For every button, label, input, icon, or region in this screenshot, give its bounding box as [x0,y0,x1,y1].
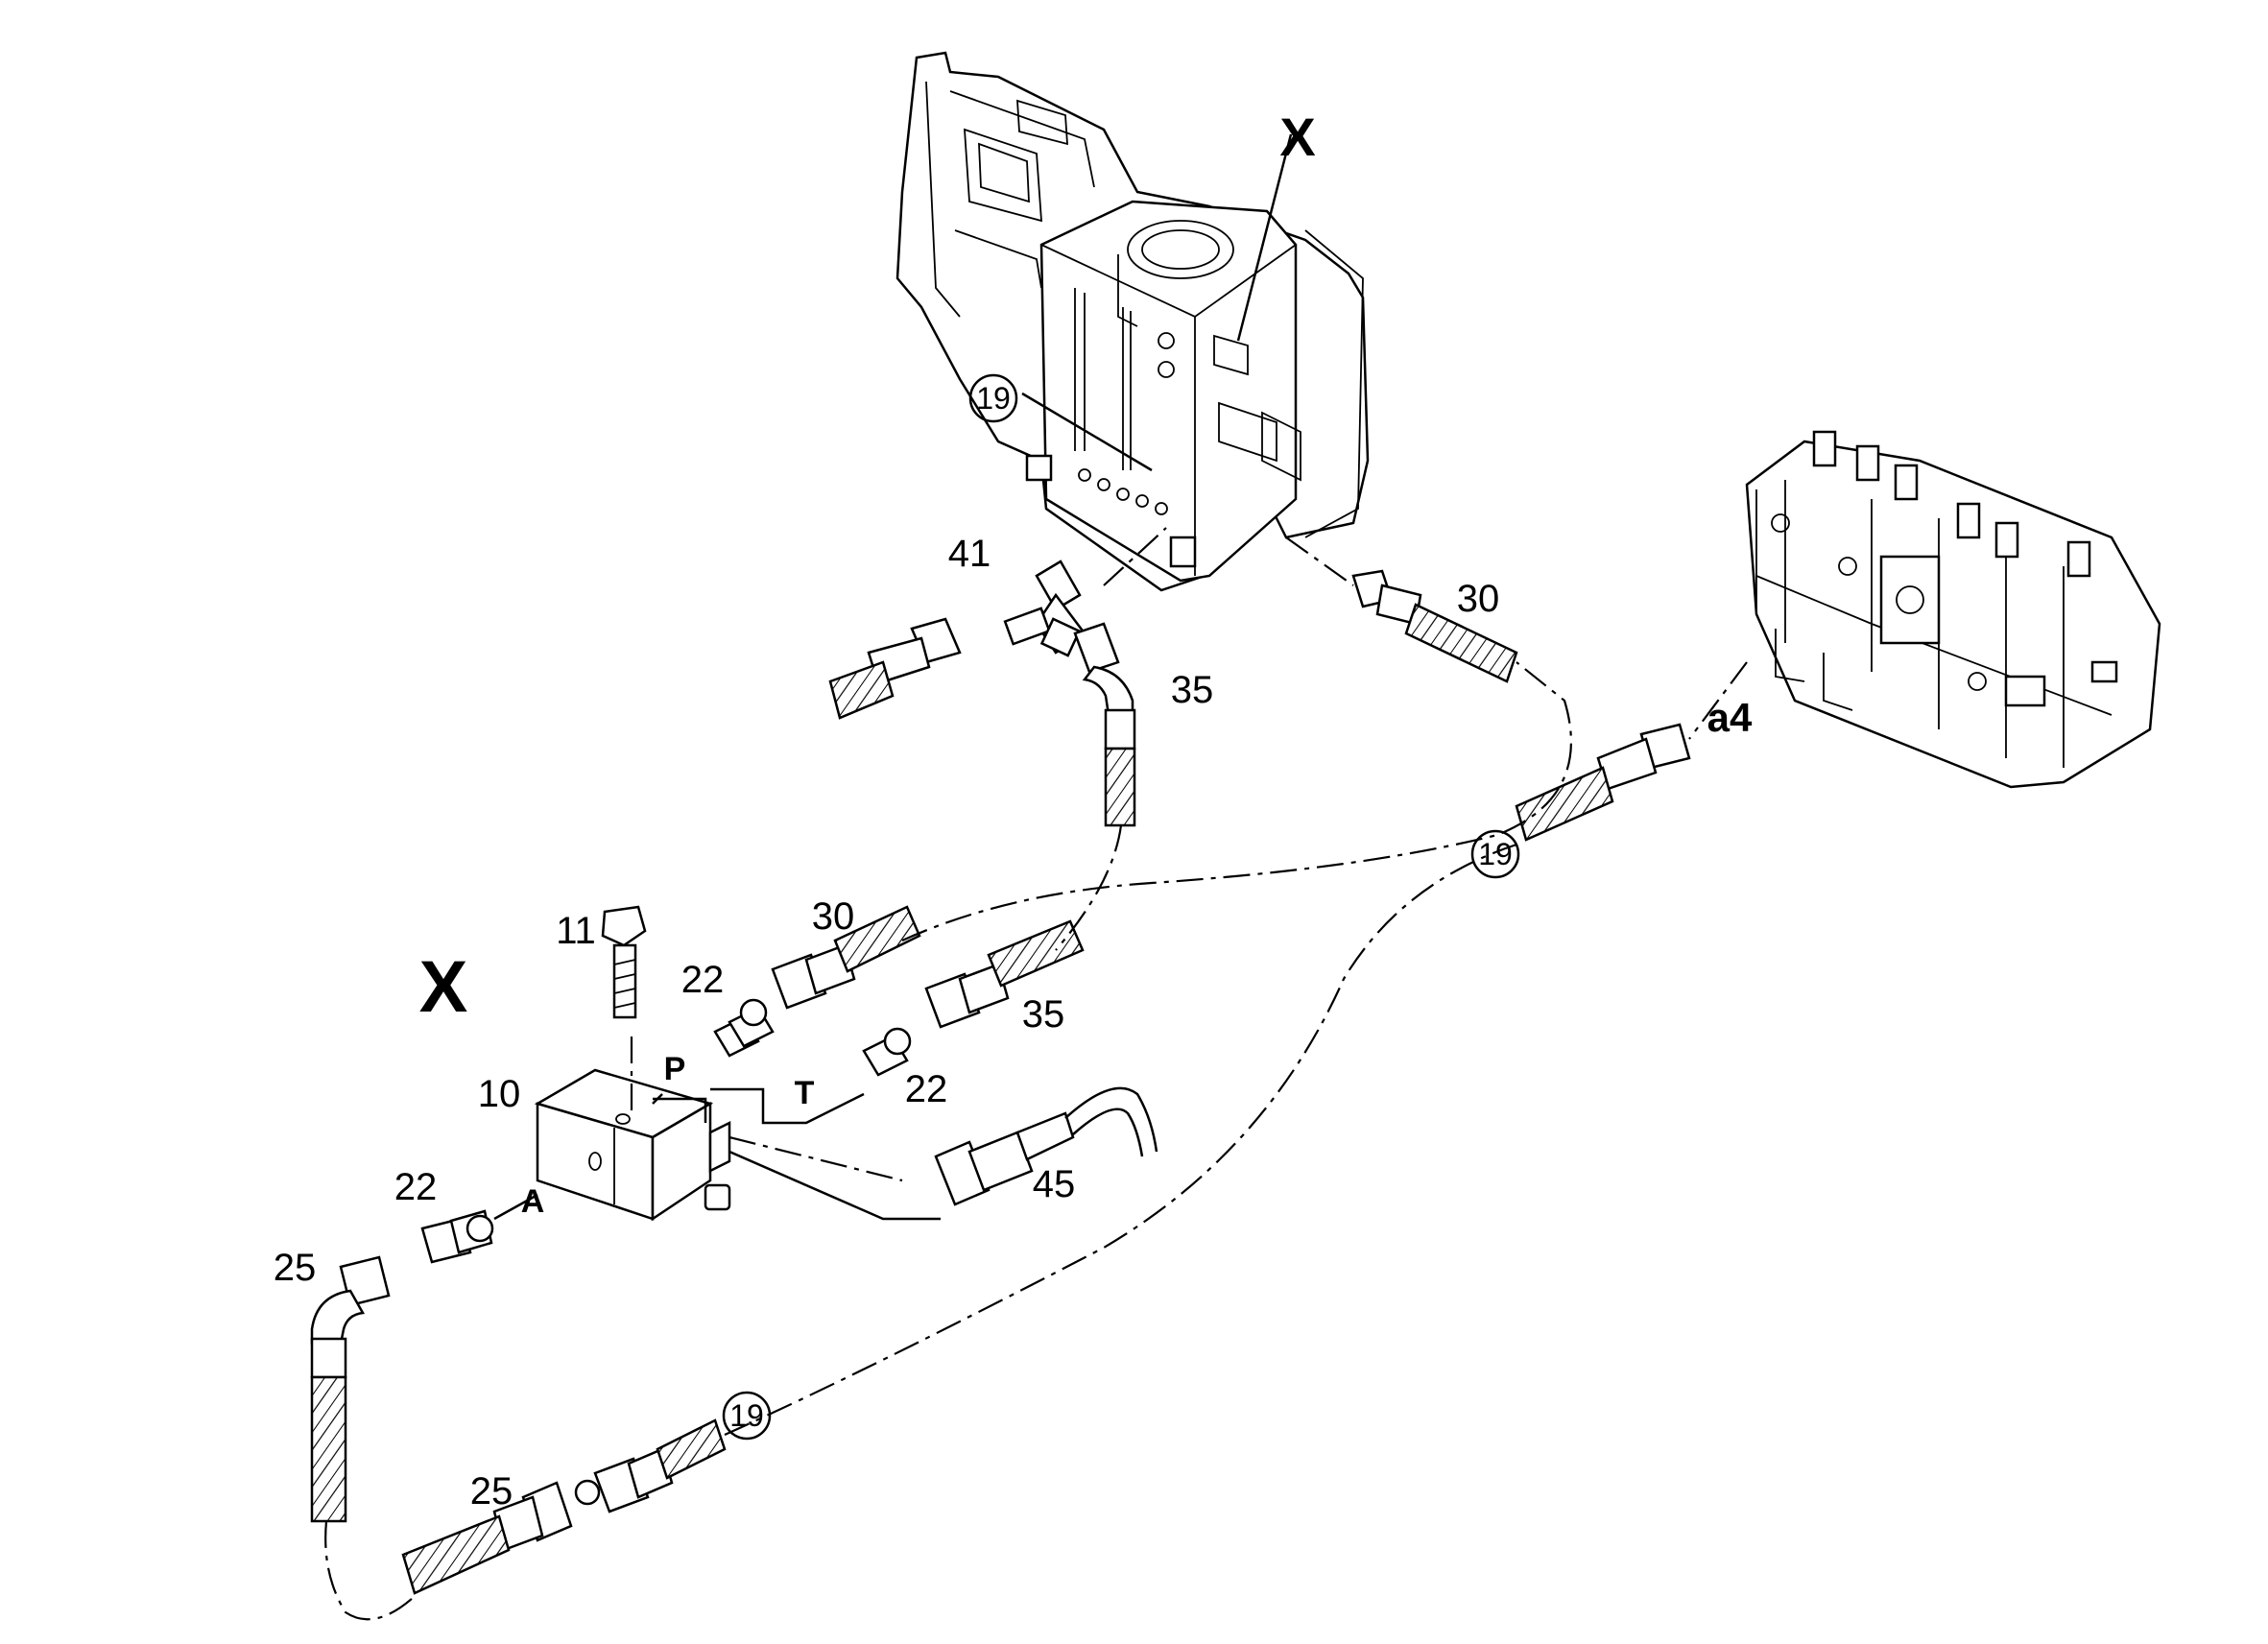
callout-circle-19-top: 19 [968,373,1018,423]
connector-45 [934,1086,1158,1206]
label-22-a: 22 [394,1166,438,1208]
hose-41-left [828,617,962,720]
label-35-top: 35 [1171,669,1214,711]
label-30-top: 30 [1457,578,1500,620]
hose-35-mid [924,919,1085,1029]
label-35-mid: 35 [1022,993,1065,1036]
label-25-bottom: 25 [470,1470,513,1513]
adapter-22-t [862,1027,912,1077]
detail-x-title: X [419,946,468,1028]
port-label-a: A [521,1183,545,1220]
label-22-t: 22 [905,1068,948,1110]
svg-text:19: 19 [1478,837,1513,871]
hose-30-top [1351,569,1518,683]
valve-10 [534,1068,731,1222]
hose-30-mid [771,905,921,1010]
label-11: 11 [556,910,596,952]
hose-25-bottom [401,1481,573,1595]
label-25-top: 25 [274,1247,317,1289]
svg-text:19: 19 [729,1398,764,1433]
port-label-t: T [795,1075,815,1111]
detail-x-marker-top: X [1279,107,1315,167]
adapter-22-a [420,1209,494,1264]
elbow-hose-25 [310,1255,391,1523]
port-label-p: P [664,1051,686,1087]
callout-circle-19-bottom: 19 [722,1391,772,1441]
label-41: 41 [948,533,991,575]
adapter-22-p [713,998,775,1058]
routing-dash-lines [324,527,1748,1621]
tee-fitting-41 [1003,560,1086,657]
label-22-p: 22 [681,959,725,1001]
elbow-hose-35-top [1073,622,1136,827]
hose-a4 [1515,723,1691,842]
control-valve-block [1745,430,2161,789]
label-10: 10 [478,1073,521,1115]
label-a4: a4 [1707,695,1753,740]
callout-circle-19-right: 19 [1470,829,1520,879]
label-30-mid: 30 [812,895,855,938]
hose-19-bottom [574,1418,727,1513]
machine-frame-assembly [895,51,1370,592]
leader-lines [493,133,1293,1221]
label-45: 45 [1033,1163,1076,1205]
bolt-11 [601,905,647,1019]
svg-text:19: 19 [976,381,1011,416]
